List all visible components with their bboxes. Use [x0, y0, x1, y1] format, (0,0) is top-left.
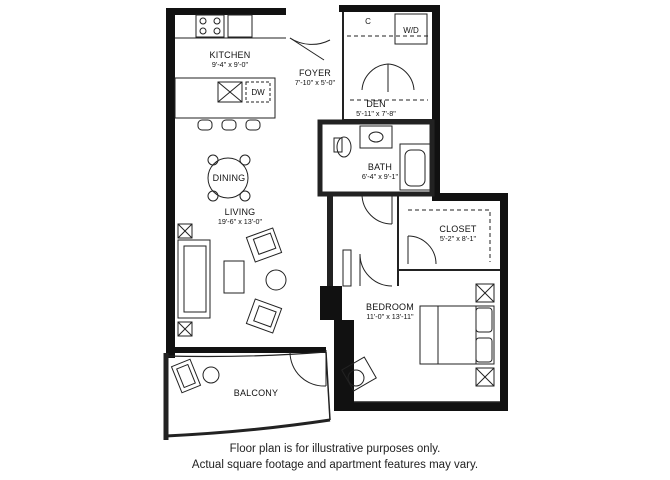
kitchen-fixtures — [174, 14, 286, 131]
closet-dims: 5'-2" x 8'-1" — [440, 234, 477, 243]
living-dims: 19'-6" x 13'-0" — [218, 217, 263, 226]
bath-fixtures — [333, 125, 431, 191]
kitchen-name: KITCHEN — [210, 50, 251, 60]
living-name: LIVING — [225, 207, 256, 217]
washer-dryer-label: W/D — [403, 26, 419, 35]
closet-name: CLOSET — [439, 224, 477, 234]
disclaimer: Floor plan is for illustrative purposes … — [0, 441, 670, 473]
living-furniture — [177, 223, 287, 337]
walls — [166, 5, 508, 411]
bedroom-name: BEDROOM — [366, 302, 414, 312]
den-dims: 5'-11" x 7'-8" — [356, 109, 396, 118]
bedroom-dims: 11'-0" x 13'-11" — [366, 312, 414, 321]
room-labels: KITCHEN 9'-4" x 9'-0" FOYER 7'-10" x 5'-… — [210, 17, 477, 398]
laundry-fixtures — [394, 13, 428, 45]
interior-walls — [317, 12, 500, 286]
kitchen-dims: 9'-4" x 9'-0" — [212, 60, 249, 69]
balcony — [163, 351, 331, 440]
dishwasher-label: DW — [251, 88, 265, 97]
disclaimer-line-2: Actual square footage and apartment feat… — [191, 459, 479, 471]
bath-name: BATH — [368, 162, 392, 172]
foyer-dims: 7'-10" x 5'-0" — [295, 78, 336, 87]
balcony-name: BALCONY — [234, 388, 278, 398]
floor-plan: KITCHEN 9'-4" x 9'-0" FOYER 7'-10" x 5'-… — [163, 5, 508, 440]
disclaimer-line-1: Floor plan is for illustrative purposes … — [229, 443, 441, 455]
doors — [289, 37, 437, 387]
closet-c-label: C — [365, 17, 371, 26]
dining-set — [207, 154, 251, 202]
dining-name: DINING — [213, 173, 246, 183]
foyer-name: FOYER — [299, 68, 331, 78]
bedroom-furniture — [341, 283, 500, 403]
den-name: DEN — [366, 99, 386, 109]
bath-dims: 6'-4" x 9'-1" — [362, 172, 399, 181]
